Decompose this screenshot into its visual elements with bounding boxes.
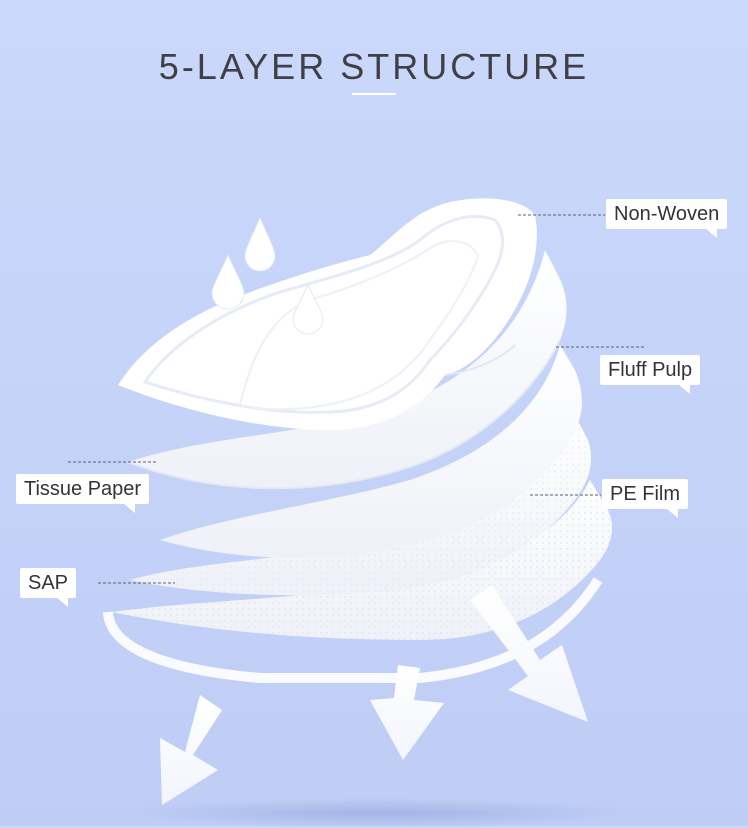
label-sap: SAP — [20, 568, 77, 607]
label-tissue-paper: Tissue Paper — [16, 474, 150, 513]
layer-fluff-pulp — [128, 250, 567, 489]
droplet-icon — [211, 253, 245, 310]
title-underline — [352, 93, 396, 95]
arrow-down-right-icon — [470, 585, 588, 722]
layer-tissue-paper — [160, 345, 582, 558]
page-title: 5-LAYER STRUCTURE — [158, 46, 590, 88]
floor-shadow — [120, 798, 640, 828]
layer-non-woven — [118, 198, 537, 430]
arrow-down-icon — [370, 665, 444, 760]
droplet-icon — [244, 216, 276, 272]
arrow-down-left-icon — [160, 695, 222, 805]
label-pe-film: PE Film — [602, 479, 688, 518]
label-fluff-pulp: Fluff Pulp — [600, 355, 701, 394]
droplet-icon — [292, 283, 324, 335]
label-non-woven: Non-Woven — [606, 199, 728, 238]
